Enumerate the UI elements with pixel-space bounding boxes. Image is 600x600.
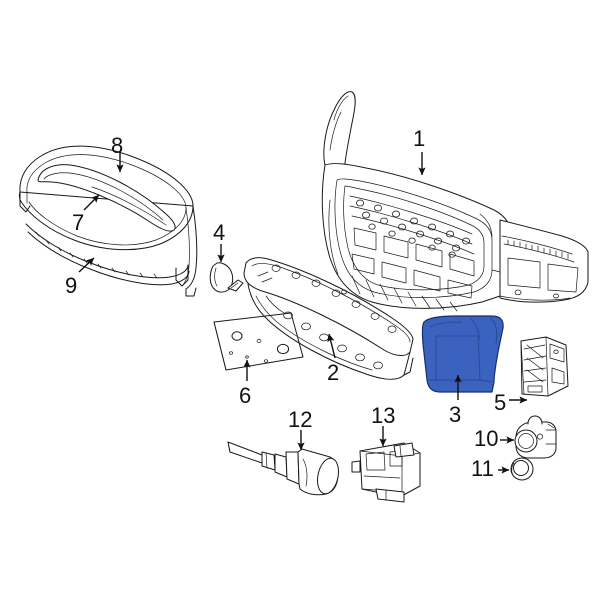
callout-number-4[interactable]: 4 bbox=[213, 220, 226, 245]
callout-number-10[interactable]: 10 bbox=[474, 426, 499, 451]
callout-number-6[interactable]: 6 bbox=[239, 383, 252, 408]
part-6-license-plate-bracket bbox=[213, 312, 304, 371]
callout-number-5[interactable]: 5 bbox=[494, 390, 507, 415]
callout-number-2[interactable]: 2 bbox=[327, 360, 340, 385]
part-4-retainer-clip bbox=[209, 262, 244, 293]
part-1-front-bumper-cover bbox=[321, 91, 589, 312]
part-3-bumper-end-cap-highlighted bbox=[421, 315, 504, 393]
part-13-wiring-connector bbox=[351, 442, 421, 503]
callout-number-7[interactable]: 7 bbox=[72, 210, 85, 235]
callout-number-1[interactable]: 1 bbox=[413, 126, 426, 151]
part-10-park-assist-sensor bbox=[514, 415, 557, 459]
callout-number-3[interactable]: 3 bbox=[449, 402, 462, 427]
leader-7 bbox=[83, 194, 100, 211]
callout-number-9[interactable]: 9 bbox=[65, 273, 78, 298]
leader-lines bbox=[78, 152, 528, 474]
part-9-grille-lower-moulding bbox=[25, 223, 190, 287]
callout-number-8[interactable]: 8 bbox=[111, 133, 124, 158]
callout-number-12[interactable]: 12 bbox=[288, 407, 313, 432]
part-12-air-temperature-sensor bbox=[227, 441, 339, 496]
part-11-sensor-retaining-ring bbox=[510, 457, 534, 481]
part-2-lower-bumper-valance bbox=[243, 257, 414, 380]
part-7-grille-upper-trim bbox=[37, 164, 176, 232]
part-5-mounting-bracket bbox=[520, 336, 569, 397]
leader-9 bbox=[78, 257, 95, 273]
leader-2 bbox=[327, 333, 336, 359]
callout-number-13[interactable]: 13 bbox=[371, 403, 396, 428]
part-8-grille-surround bbox=[18, 145, 198, 297]
callout-number-11[interactable]: 11 bbox=[471, 456, 494, 481]
